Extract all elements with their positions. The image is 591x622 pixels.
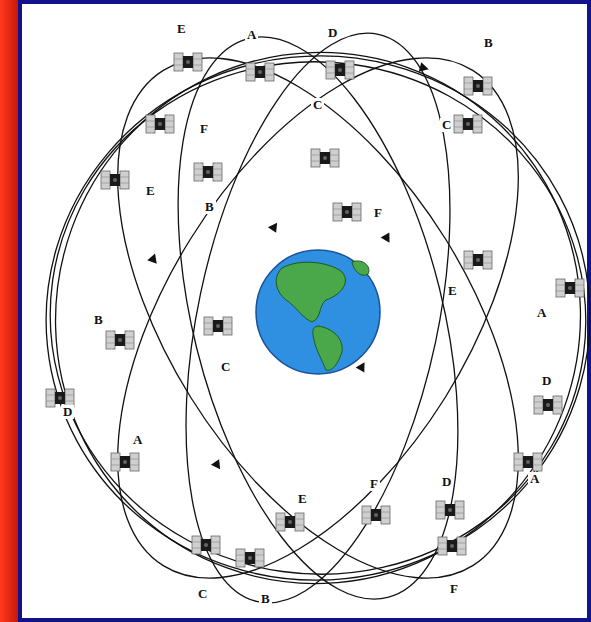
satellite-label: F [368,477,380,491]
earth [256,250,380,374]
satellites [46,53,584,567]
orbit-arrows [147,62,430,472]
satellite-label: B [482,36,495,50]
satellite-label: E [144,184,157,198]
satellite-label: A [245,28,258,42]
satellite-label: B [92,313,105,327]
satellite-label: F [448,582,460,596]
satellite-label: C [196,587,209,601]
satellite-label: E [175,22,188,36]
satellite-label: C [440,118,453,132]
satellite-label: C [311,98,324,112]
satellite-label: D [540,374,553,388]
satellite-label: B [259,592,272,606]
satellite-label: D [440,475,453,489]
satellite-label: E [296,492,309,506]
satellite-label: B [203,200,216,214]
satellite-label: A [131,433,144,447]
satellite-label: E [446,284,459,298]
satellite-label: A [535,306,548,320]
satellite-label: F [198,122,210,136]
satellite-label: F [372,206,384,220]
satellite-label: D [326,26,339,40]
satellite-label: C [219,360,232,374]
satellite-label: A [528,472,541,486]
satellite-label: D [61,405,74,419]
